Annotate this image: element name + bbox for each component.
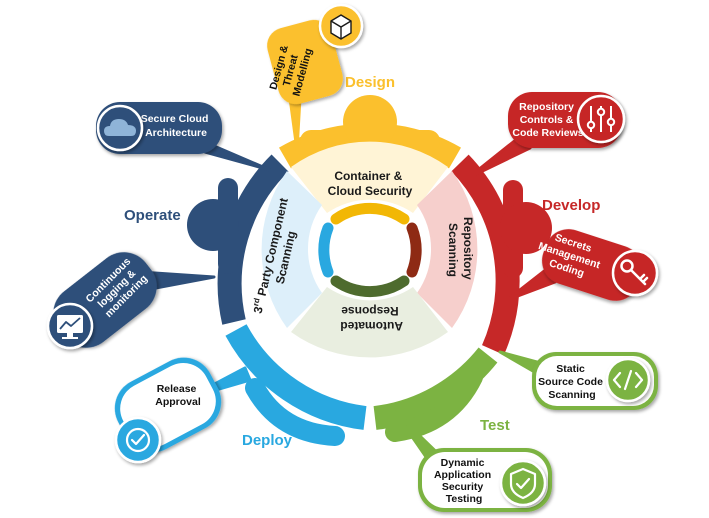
callout-logging: Continuous logging & monitoring: [46, 252, 216, 350]
callout-repo-controls: Repository Controls & Code Reviews: [466, 92, 626, 180]
phase-develop: Develop: [542, 197, 600, 214]
ring-test: [373, 347, 498, 430]
package-icon: [330, 14, 352, 40]
monitor-chart-icon: [57, 315, 83, 339]
callout-cloud-arch: Secure Cloud Architecture: [96, 102, 272, 172]
shield-check-icon: [509, 467, 537, 500]
callout-dast: Dynamic Application Security Testing: [393, 410, 552, 512]
deploy-bump: [245, 378, 345, 446]
callout-label: Static Source Code Scanning: [538, 363, 606, 401]
operate-bump-base: [218, 178, 238, 274]
callout-release: Release Approval: [114, 357, 252, 464]
inner-segment-left: [261, 171, 322, 328]
callout-icon-bg: [499, 459, 547, 507]
inner-arcs: [318, 202, 422, 298]
phase-deploy: Deploy: [242, 432, 293, 449]
inner-arc-design: [330, 202, 410, 225]
callout-label: Release Approval: [155, 383, 201, 408]
ring-bumps: [187, 95, 552, 446]
code-icon: [612, 369, 644, 391]
inner-segments: [261, 141, 478, 358]
key-icon: [620, 259, 649, 286]
callout-static-scan: Static Source Code Scanning: [498, 350, 658, 410]
callout-design-threat: Design & Threat Modelling: [267, 3, 364, 152]
inner-segment-right: [417, 171, 478, 328]
check-circle-icon: [125, 427, 151, 453]
inner-segment-top: [291, 141, 448, 213]
develop-bump-head: [500, 202, 552, 254]
callout-label: Dynamic Application Security Testing: [434, 457, 494, 505]
callout-secrets: Secrets Management Coding: [505, 229, 659, 302]
inner-arc-develop: [406, 222, 422, 278]
inner-top-label: Container & Cloud Security: [328, 169, 413, 198]
phase-labels: Design Develop Test Deploy Operate: [124, 74, 600, 449]
callout-body: [267, 19, 343, 105]
sliders-icon: [586, 106, 616, 132]
callout-icon-bg: [114, 416, 162, 464]
callout-label: Secure Cloud Architecture: [141, 113, 212, 139]
phase-design: Design: [345, 74, 395, 91]
design-bump-head: [343, 95, 397, 149]
phase-operate: Operate: [124, 207, 181, 224]
ring-deploy: [225, 324, 367, 430]
callout-label: Design & Threat Modelling: [267, 41, 314, 98]
inner-arc-test: [330, 275, 410, 298]
inner-right-label: Repository Scanning: [446, 217, 475, 283]
inner-arc-deploy: [318, 222, 334, 278]
phase-test: Test: [480, 417, 510, 434]
inner-bottom-label: Automated Response: [337, 304, 403, 333]
cloud-icon: [104, 119, 136, 136]
inner-segment-bottom: [291, 287, 448, 358]
callout-label: Repository Controls & Code Reviews: [512, 101, 583, 139]
